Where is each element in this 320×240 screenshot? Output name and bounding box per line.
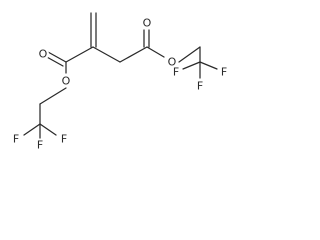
bond-cf3-f2-left: [23, 123, 41, 136]
atom-o-ester-left: O: [62, 75, 71, 88]
atom-o-carbonyl-left: O: [39, 48, 48, 61]
atom-f-right-3: F: [197, 80, 203, 93]
bond-cf3-f3-left: [39, 123, 57, 136]
bond-c2-c3: [92, 46, 121, 63]
atom-f-left-2: F: [13, 133, 19, 146]
atom-f-left-1: F: [37, 139, 43, 152]
bond-c2-c1: [65, 46, 94, 63]
bond-cf3-f1-right: [182, 61, 201, 70]
atom-labels: O O O O F F F F F F: [10, 17, 230, 152]
atom-f-right-2: F: [221, 66, 227, 79]
bonds: [23, 12, 218, 139]
atom-o-carbonyl-right: O: [143, 17, 152, 30]
bond-c4-o-single: [146, 46, 165, 58]
bond-c1-o-double-2: [44, 55, 64, 67]
bond-cf3-f2-right: [199, 61, 218, 70]
bond-o-ch2-left: [39, 87, 67, 105]
bond-c1-o-double-1: [47, 51, 67, 63]
bond-o-ch2-right: [178, 46, 201, 63]
atom-o-ester-right: O: [168, 56, 177, 69]
atom-f-right-1: F: [173, 66, 179, 79]
atom-f-left-3: F: [61, 133, 67, 146]
bond-c3-c4: [119, 46, 148, 63]
structure-diagram: O O O O F F F F F F: [10, 12, 230, 152]
